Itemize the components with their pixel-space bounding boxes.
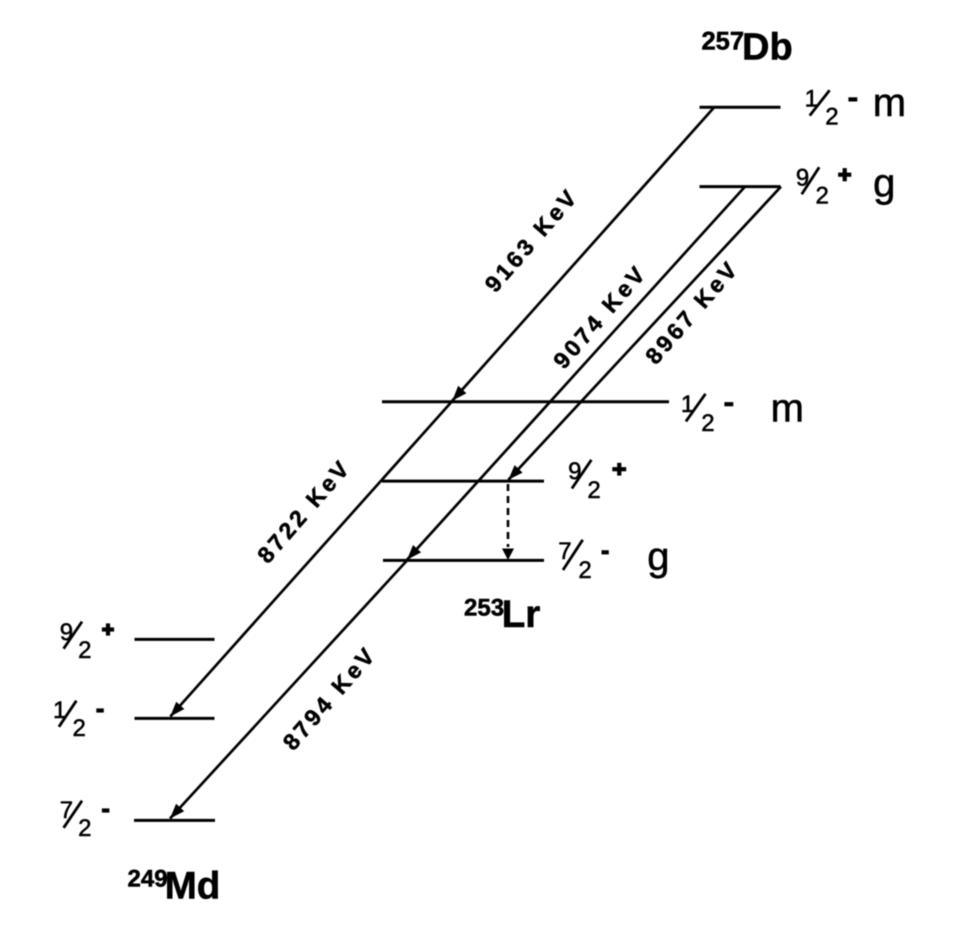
svg-text:9: 9 bbox=[796, 165, 809, 192]
svg-text:2: 2 bbox=[816, 183, 829, 210]
svg-text:Md: Md bbox=[165, 865, 221, 908]
svg-text:m: m bbox=[873, 81, 906, 125]
svg-text:7: 7 bbox=[60, 797, 73, 824]
svg-text:m: m bbox=[771, 387, 804, 431]
svg-text:9: 9 bbox=[60, 619, 73, 646]
svg-text:2: 2 bbox=[78, 815, 91, 842]
svg-text:2: 2 bbox=[825, 103, 838, 130]
svg-text:Lr: Lr bbox=[502, 593, 541, 636]
svg-text:249: 249 bbox=[128, 866, 168, 893]
svg-text:2: 2 bbox=[578, 557, 591, 584]
svg-text:257: 257 bbox=[702, 28, 745, 56]
svg-text:2: 2 bbox=[701, 410, 714, 437]
svg-text:1: 1 bbox=[53, 697, 66, 724]
svg-text:253: 253 bbox=[464, 594, 504, 621]
svg-text:g: g bbox=[873, 162, 895, 206]
svg-text:2: 2 bbox=[587, 477, 600, 504]
svg-text:g: g bbox=[647, 535, 669, 579]
svg-text:2: 2 bbox=[73, 715, 86, 742]
svg-text:2: 2 bbox=[78, 637, 91, 664]
svg-text:1: 1 bbox=[681, 391, 694, 418]
svg-text:9: 9 bbox=[568, 458, 581, 485]
svg-text:7: 7 bbox=[558, 538, 571, 565]
svg-text:1: 1 bbox=[805, 86, 818, 113]
svg-text:Db: Db bbox=[742, 26, 793, 68]
